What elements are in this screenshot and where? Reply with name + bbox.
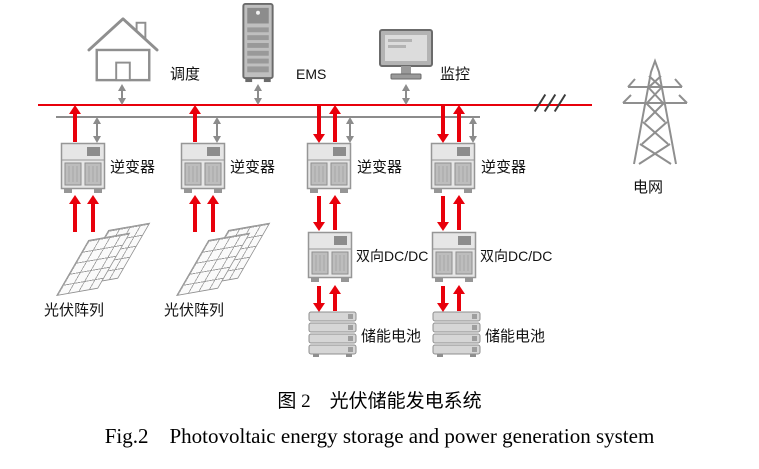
inverter4-comm-arrow xyxy=(467,117,479,143)
inverter4-dcdc2-down-arrow xyxy=(437,195,449,231)
inverter1-cabinet-icon xyxy=(60,142,106,199)
inverter2-power-up-arrow xyxy=(189,105,201,143)
inverter1-label: 逆变器 xyxy=(110,159,156,176)
dispatch-label: 调度 xyxy=(170,66,201,83)
inverter4-label: 逆变器 xyxy=(481,159,527,176)
inverter4-cabinet-icon xyxy=(430,142,476,199)
battery1-label: 储能电池 xyxy=(361,328,422,345)
pv-array2-icon xyxy=(172,222,271,298)
inverter3-label: 逆变器 xyxy=(357,159,403,176)
figure-caption-zh: 图 2 光伏储能发电系统 xyxy=(277,391,482,412)
pv1-power-arrow-b xyxy=(87,195,99,233)
dispatch-house-icon xyxy=(84,14,162,89)
inverter4-dcdc2-up-arrow xyxy=(453,195,465,231)
inverter3-dcdc1-down-arrow xyxy=(313,195,325,231)
pv-array1-icon xyxy=(52,222,151,298)
grid-label: 电网 xyxy=(633,179,664,196)
inverter3-dcdc1-up-arrow xyxy=(329,195,341,231)
battery1-icon xyxy=(307,311,359,363)
figure-caption-en: Fig.2 Photovoltaic energy storage and po… xyxy=(104,424,655,448)
monitor-icon xyxy=(378,28,434,89)
dcdc2-battery2-up-arrow xyxy=(453,285,465,312)
pv1-power-arrow-a xyxy=(69,195,81,233)
inverter3-power-up-arrow xyxy=(329,105,341,143)
monitor-label: 监控 xyxy=(440,66,471,83)
inverter3-cabinet-icon xyxy=(306,142,352,199)
pv2-power-arrow-a xyxy=(189,195,201,233)
dcdc1-battery1-down-arrow xyxy=(313,285,325,312)
comm-bus-line xyxy=(56,116,480,118)
inverter3-power-down-arrow xyxy=(313,105,325,143)
dcdc1-label: 双向DC/DC xyxy=(356,248,429,264)
dcdc1-battery1-up-arrow xyxy=(329,285,341,312)
inverter2-comm-arrow xyxy=(211,117,223,143)
inverter4-power-up-arrow xyxy=(453,105,465,143)
battery2-icon xyxy=(431,311,483,363)
inverter3-comm-arrow xyxy=(344,117,356,143)
bus-break-slash xyxy=(553,93,567,113)
inverter1-comm-arrow xyxy=(91,117,103,143)
inverter4-power-down-arrow xyxy=(437,105,449,143)
pv2-power-arrow-b xyxy=(207,195,219,233)
ems-comm-arrow xyxy=(252,84,264,105)
inverter2-cabinet-icon xyxy=(180,142,226,199)
pv-array2-label: 光伏阵列 xyxy=(164,302,225,319)
dcdc1-cabinet-icon xyxy=(307,231,353,288)
battery2-label: 储能电池 xyxy=(485,328,546,345)
dispatch-comm-arrow xyxy=(116,84,128,105)
ems-server-icon xyxy=(240,2,276,89)
transmission-tower-icon xyxy=(620,56,690,171)
inverter1-power-up-arrow xyxy=(69,105,81,143)
dcdc2-battery2-down-arrow xyxy=(437,285,449,312)
dcdc2-label: 双向DC/DC xyxy=(480,248,553,264)
pv-array1-label: 光伏阵列 xyxy=(44,302,105,319)
dcdc2-cabinet-icon xyxy=(431,231,477,288)
monitor-comm-arrow xyxy=(400,84,412,105)
inverter2-label: 逆变器 xyxy=(230,159,276,176)
ems-label: EMS xyxy=(296,66,327,82)
